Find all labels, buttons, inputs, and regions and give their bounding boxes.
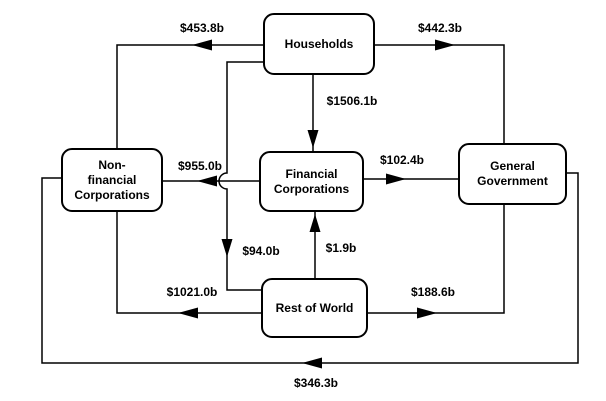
arrow-restofworld-to-nonfinancial [116,212,261,319]
arrow-households-to-financial [307,75,319,151]
flow-label-restofworld-to-financial: $1.9b [325,241,357,255]
flow-label-restofworld-to-government: $188.6b [410,285,456,299]
arrow-financial-to-nonfinancial [163,175,259,187]
node-nonfinancial-corporations: Non- financial Corporations [61,148,163,212]
node-general-government: General Government [458,143,567,205]
flow-label-financial-to-nonfinancial: $955.0b [177,159,223,173]
flow-label-financial-to-government: $102.4b [379,153,425,167]
flow-label-restofworld-to-nonfinancial: $1021.0b [166,285,218,299]
flow-label-households-to-financial: $1506.1b [326,94,378,108]
flow-label-government-to-nonfinancial: $346.3b [293,376,339,390]
node-rest-of-world: Rest of World [261,278,368,338]
arrow-government-to-nonfinancial [41,172,579,369]
flow-label-households-to-restofworld: $94.0b [242,244,280,258]
flow-label-households-to-government: $442.3b [417,21,463,35]
arrow-financial-to-government [364,173,458,185]
arrow-households-to-government [375,39,505,143]
flow-label-households-to-nonfinancial: $453.8b [179,21,225,35]
arrow-households-to-restofworld [218,61,263,291]
arrow-restofworld-to-financial [309,212,321,278]
arrow-households-to-nonfinancial [116,39,263,148]
node-households: Households [263,13,375,75]
node-financial-corporations: Financial Corporations [259,151,364,212]
arrow-restofworld-to-government [368,205,505,319]
